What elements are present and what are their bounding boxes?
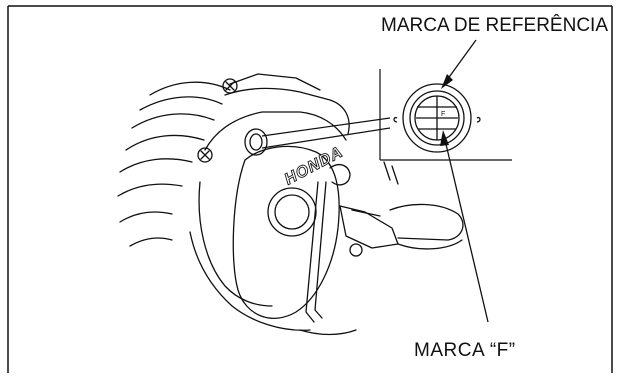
f-glyph: F xyxy=(441,111,445,118)
engine-body xyxy=(117,73,464,336)
detail-leader-line-lower xyxy=(261,127,391,149)
detail-leader-line xyxy=(261,117,391,137)
detail-callout-box xyxy=(379,69,512,161)
reference-mark-label: MARCA DE REFERÊNCIA xyxy=(381,14,608,36)
f-mark-label: MARCA “F” xyxy=(414,340,516,361)
figure-frame xyxy=(7,5,613,373)
f-mark-arrow xyxy=(440,130,489,323)
inspection-window xyxy=(393,83,481,153)
reference-mark-arrow xyxy=(441,39,477,89)
